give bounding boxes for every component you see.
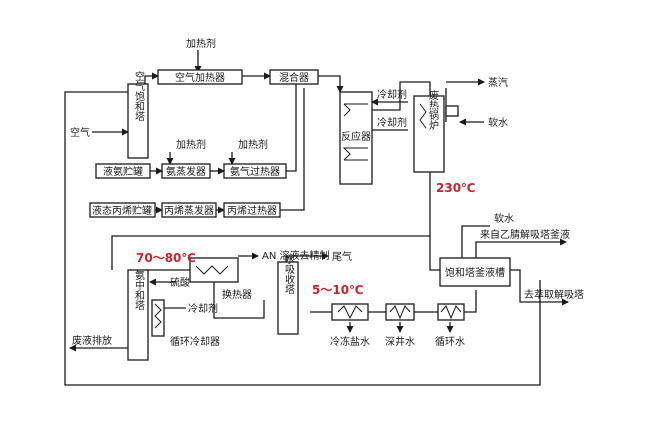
nh3-to-mixer (286, 76, 297, 172)
mixer: 混合器 (269, 69, 319, 85)
ammonia-evaporator: 氨蒸发器 (161, 163, 211, 179)
deep-well-water-label: 深井水 (385, 335, 415, 348)
circ-cooler-label: 循环冷却器 (170, 335, 220, 348)
boiler-zigzag-icon (419, 103, 427, 129)
coolant-3-label: 冷却剂 (188, 302, 218, 315)
circulating-cooler: 循环冷却器 (151, 299, 220, 348)
steam-drum-icon (445, 105, 459, 117)
coolant-1-label: 冷却剂 (377, 88, 407, 101)
cooling-water-label: 循环水 (435, 335, 465, 348)
liquid-ammonia-tank: 液氨贮罐 (95, 163, 151, 179)
c3-tank-label: 液态丙烯贮罐 (92, 204, 152, 217)
hx-label: 换热器 (222, 288, 252, 301)
reactor-label: 反应器 (341, 130, 371, 143)
steam-label: 蒸汽 (488, 76, 508, 89)
tank-to-boiler-line (429, 236, 440, 271)
c3-evaporator-label: 丙烯蒸发器 (164, 204, 214, 217)
temperature-labels: 230℃ 70～80℃ 5～10℃ (136, 181, 476, 297)
sat-to-heater-line (144, 72, 159, 86)
coolant-2-label: 冷却剂 (377, 116, 407, 129)
heating-agent-top-label: 加热剂 (186, 37, 216, 50)
reactor-coil-icon (342, 103, 368, 161)
ammonia-superheater: 氨气过热器 (223, 163, 287, 179)
absorber-label: 水吸收塔 (283, 254, 295, 295)
sat-tower-kettle-tank: 饱和塔釜液槽 (439, 257, 511, 287)
kettle-tank-label: 饱和塔釜液槽 (445, 266, 505, 279)
stream-labels: 加热剂 空气 加热剂 加热剂 冷却剂 冷却剂 蒸汽 软水 软水 AN 溶液去精制… (70, 37, 584, 348)
cooler3-to-tank (464, 290, 477, 313)
to-extraction-label: 去萃取解吸塔 (524, 288, 584, 301)
brine-cooler-icon (337, 305, 363, 320)
chilled-brine-label: 冷冻盐水 (330, 335, 370, 348)
sulfuric-acid-label: 硫酸 (170, 276, 190, 289)
tank-soft-water-line (461, 225, 490, 258)
cooler-cw (437, 303, 465, 321)
from-desorber-line (475, 238, 567, 258)
ammonia-neutralizer: 氨中和塔 (127, 269, 149, 361)
boiler-outlet-line (111, 172, 431, 270)
cooler-brine (331, 303, 369, 321)
cooler-coil-icon (154, 303, 162, 329)
air-sat-tower-label: 空气饱和塔 (133, 70, 145, 122)
neutralizer-label: 氨中和塔 (133, 269, 145, 311)
heating-agent-1-label: 加热剂 (176, 138, 206, 151)
neutralizer-temperature: 70～80℃ (136, 251, 196, 265)
propylene-superheater: 丙烯过热器 (223, 202, 281, 218)
reactor: 反应器 (339, 91, 373, 185)
hx-coil-icon (195, 265, 229, 275)
mixer-to-reactor-line (318, 75, 344, 93)
c3-superheater-label: 丙烯过热器 (227, 204, 277, 217)
tail-gas-label: 尾气 (332, 250, 352, 263)
air-heater: 空气加热器 (157, 69, 243, 85)
from-desorber-label: 来自乙腈解吸塔釜液 (480, 228, 570, 241)
cw-cooler-icon (440, 305, 462, 320)
hx-to-absorber (213, 282, 265, 319)
nh3-tank-label: 液氨贮罐 (103, 165, 143, 178)
soft-water-2-label: 软水 (494, 212, 514, 225)
air-label: 空气 (70, 126, 90, 139)
boiler-label: 废热锅炉 (427, 89, 439, 131)
air-saturation-tower: 空气饱和塔 (127, 70, 149, 159)
water-absorber: 水吸收塔 (277, 254, 299, 335)
nh3-evaporator-label: 氨蒸发器 (166, 165, 206, 178)
heat-exchanger: 换热器 (189, 257, 252, 301)
c3-to-mixer (280, 88, 305, 211)
nh3-superheater-label: 氨气过热器 (230, 165, 280, 178)
liquid-propylene-tank: 液态丙烯贮罐 (89, 202, 156, 218)
air-heater-label: 空气加热器 (175, 71, 225, 84)
propylene-evaporator: 丙烯蒸发器 (161, 202, 217, 218)
well-cooler-icon (389, 305, 411, 320)
waste-liquid-label: 废液排放 (72, 334, 112, 347)
reactor-to-boiler-line (372, 81, 431, 111)
heating-agent-2-label: 加热剂 (238, 138, 268, 151)
mixer-label: 混合器 (279, 71, 309, 84)
tail-gas-line (285, 252, 329, 262)
an-solution-label: AN 溶液去精制 (262, 249, 330, 262)
boiler-temperature: 230℃ (436, 181, 476, 195)
piping (64, 50, 569, 386)
soft-water-1-label: 软水 (488, 116, 508, 129)
to-extraction-line (510, 269, 569, 306)
waste-heat-boiler: 废热锅炉 (413, 89, 459, 173)
absorber-temperature: 5～10℃ (312, 283, 364, 297)
cooler-well (385, 303, 415, 321)
recycle-loop-line (64, 91, 541, 386)
